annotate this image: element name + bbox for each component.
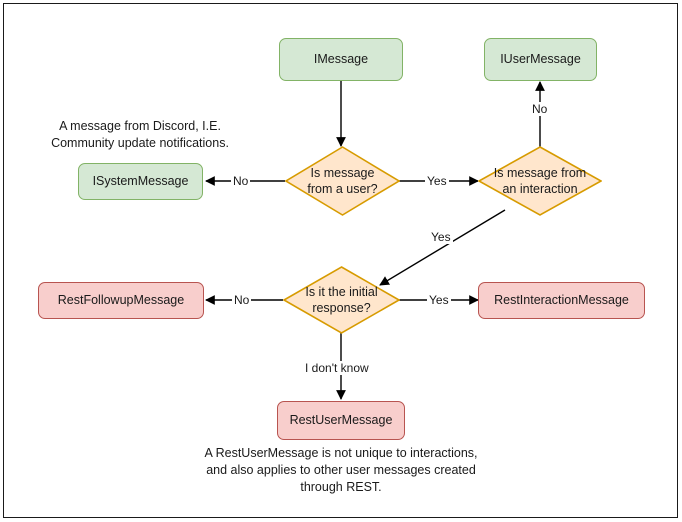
node-decision-user-label: Is message from a user? (307, 165, 378, 196)
node-decision-interaction-label: Is message from an interaction (493, 165, 587, 196)
node-restfollowupmessage[interactable]: RestFollowupMessage (38, 282, 204, 319)
edge-label-user-yes: Yes (425, 174, 449, 189)
node-restfollowupmessage-label: RestFollowupMessage (57, 292, 185, 307)
edge-label-initial-no: No (232, 293, 252, 308)
edge-label-user-no: No (231, 174, 251, 189)
node-isystemmessage-label: ISystemMessage (92, 173, 189, 188)
node-decision-user[interactable]: Is message from a user? (285, 146, 400, 216)
node-imessage[interactable]: IMessage (279, 38, 403, 81)
edge-label-initial-unknown: I don't know (303, 361, 371, 376)
node-decision-interaction[interactable]: Is message from an interaction (478, 146, 602, 216)
edge-label-interaction-no: No (530, 102, 550, 117)
node-decision-initial[interactable]: Is it the initial response? (283, 266, 400, 334)
node-decision-initial-label: Is it the initial response? (305, 284, 378, 315)
edge-label-interaction-yes: Yes (429, 230, 453, 245)
decision-interaction-diamond-shape (478, 146, 602, 216)
node-iusermessage[interactable]: IUserMessage (484, 38, 597, 81)
node-iusermessage-label: IUserMessage (500, 51, 581, 66)
note-system-message: A message from Discord, I.E. Community u… (51, 119, 229, 150)
node-imessage-label: IMessage (313, 51, 369, 66)
node-restusermessage-label: RestUserMessage (289, 412, 393, 427)
node-restusermessage[interactable]: RestUserMessage (277, 401, 405, 440)
node-restinteractionmessage[interactable]: RestInteractionMessage (478, 282, 645, 319)
node-restinteractionmessage-label: RestInteractionMessage (494, 292, 629, 307)
node-isystemmessage[interactable]: ISystemMessage (78, 163, 203, 200)
decision-initial-diamond-shape (283, 266, 400, 334)
note-rest-user-message: A RestUserMessage is not unique to inter… (204, 446, 478, 494)
edge-decision-interaction-yes-to-decision-initial (379, 209, 506, 286)
decision-user-diamond-shape (285, 146, 400, 216)
edge-label-initial-yes: Yes (427, 293, 451, 308)
